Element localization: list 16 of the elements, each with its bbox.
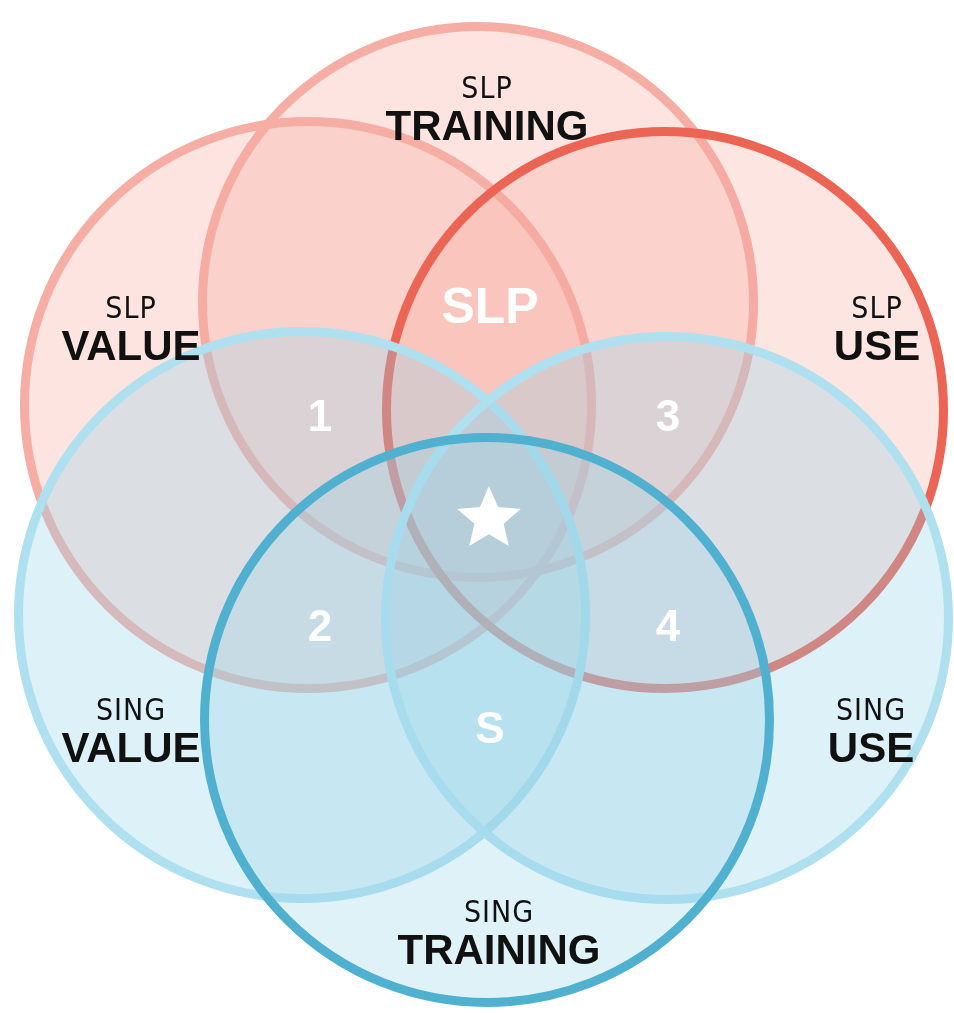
node-title: TRAINING xyxy=(397,928,601,973)
region-label: SLP xyxy=(441,281,539,331)
region-label: 2 xyxy=(307,604,333,648)
node-subtitle: SING xyxy=(95,693,167,726)
node-subtitle: SLP xyxy=(461,71,513,104)
node-title: TRAINING xyxy=(385,104,589,149)
node-title: VALUE xyxy=(61,324,201,369)
node-title: USE xyxy=(827,726,915,771)
node-subtitle: SLP xyxy=(105,291,157,324)
region-label: S xyxy=(475,706,505,750)
node-title: USE xyxy=(833,324,921,369)
node-subtitle: SLP xyxy=(851,291,903,324)
region-label: 4 xyxy=(655,604,681,648)
node-subtitle: SING xyxy=(835,693,907,726)
node-subtitle: SING xyxy=(463,895,535,928)
node-title: VALUE xyxy=(61,726,201,771)
